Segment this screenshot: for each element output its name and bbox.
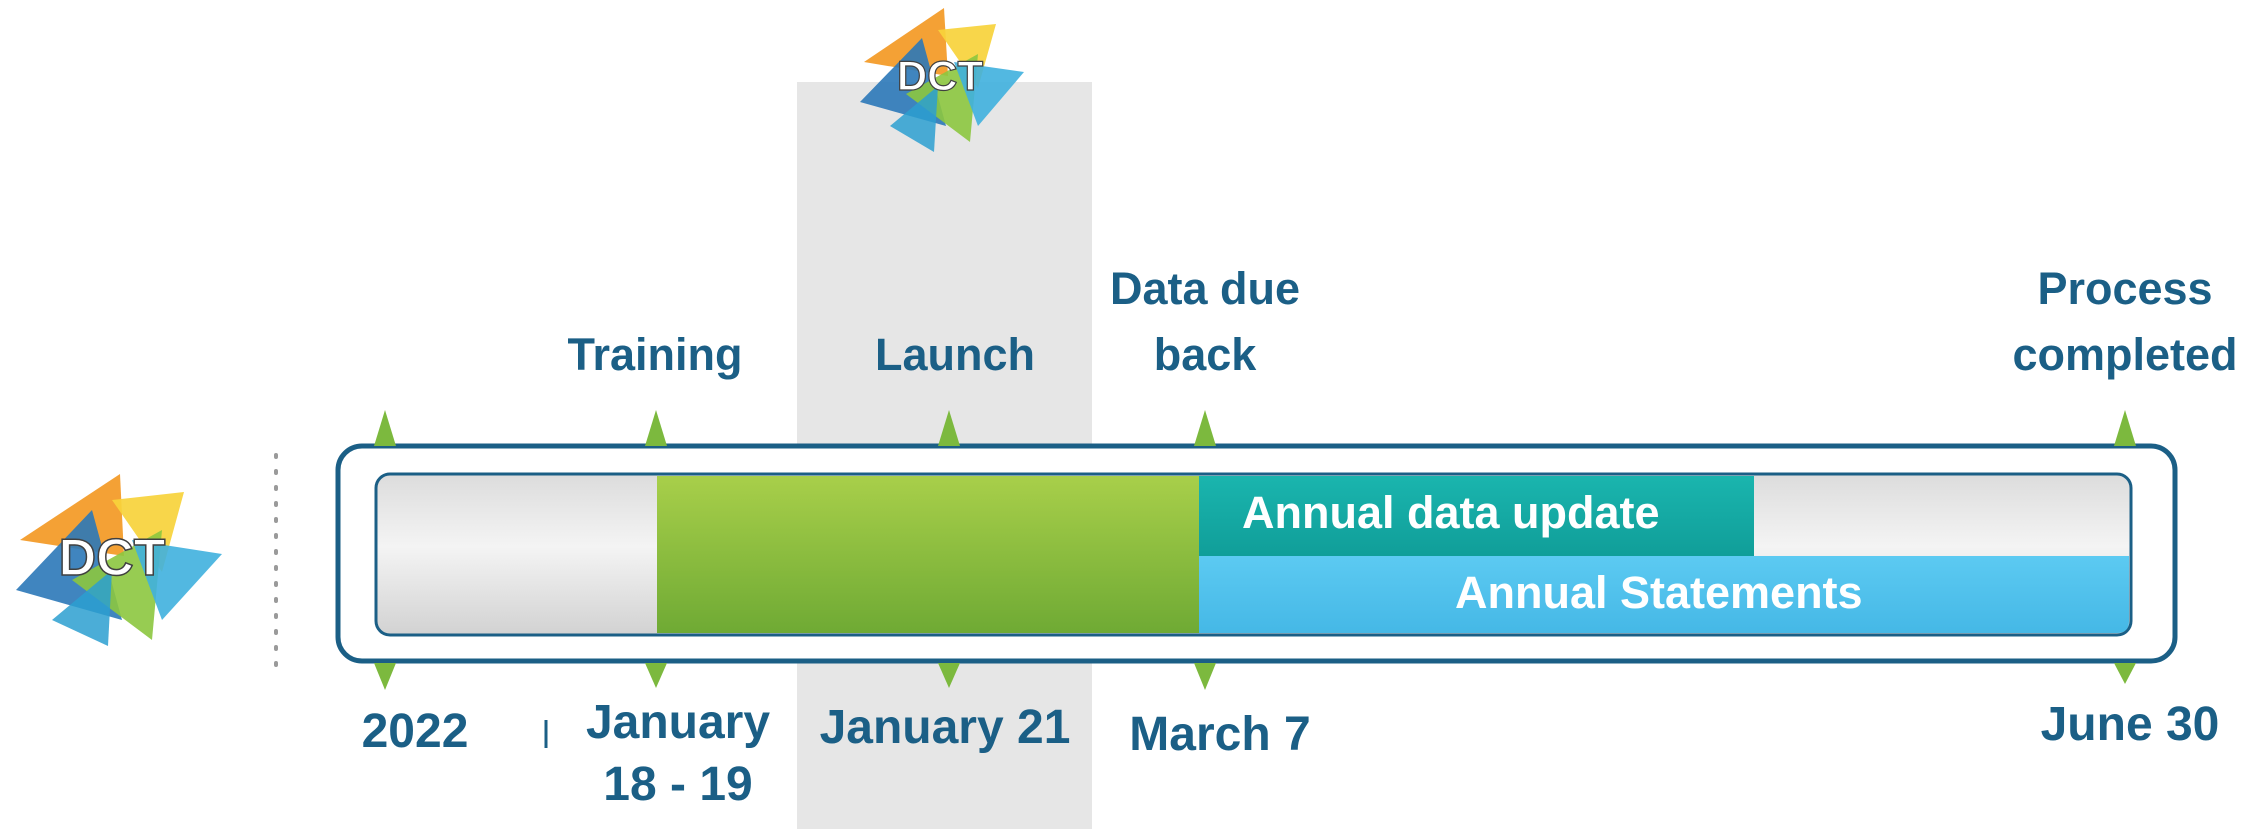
dct-logo-top: DCT <box>860 8 1024 152</box>
annual-statements-label: Annual Statements <box>1455 567 1863 618</box>
milestone-training-bottom-label: January 18 - 19 <box>585 696 771 811</box>
dct-logo-top-text: DCT <box>897 52 984 99</box>
arrow-up-launch <box>938 410 960 446</box>
milestone-start-bottom-label: 2022 <box>361 705 469 758</box>
arrow-up-training <box>645 410 667 446</box>
milestone-launch-top-label: Launch <box>874 329 1035 380</box>
dct-logo-left-text: DCT <box>59 529 166 587</box>
milestone-completed-bottom-label: June 30 <box>2040 698 2220 751</box>
arrow-down-training <box>645 663 667 688</box>
milestone-completed-top-label: Process completed <box>2012 263 2238 380</box>
arrow-up-data-due <box>1194 410 1216 446</box>
arrow-down-launch <box>938 663 960 688</box>
arrow-down-start <box>374 663 396 690</box>
annual-statements-bar <box>1199 556 2129 633</box>
dct-logo-left: DCT <box>16 474 222 646</box>
arrow-up-completed <box>2114 410 2136 446</box>
milestone-data-due-top-label: Data due back <box>1109 263 1301 380</box>
milestone-data-due-bottom-label: March 7 <box>1129 708 1311 761</box>
milestone-launch-bottom-label: January 21 <box>819 701 1071 754</box>
arrow-down-data-due <box>1194 663 1216 690</box>
green-phase-bar <box>657 476 1199 633</box>
arrow-up-start <box>374 410 396 446</box>
annual-data-update-bar <box>1199 476 1754 556</box>
arrow-down-completed <box>2114 663 2136 684</box>
milestone-training-top-label: Training <box>567 329 743 380</box>
annual-data-update-label: Annual data update <box>1242 487 1660 538</box>
